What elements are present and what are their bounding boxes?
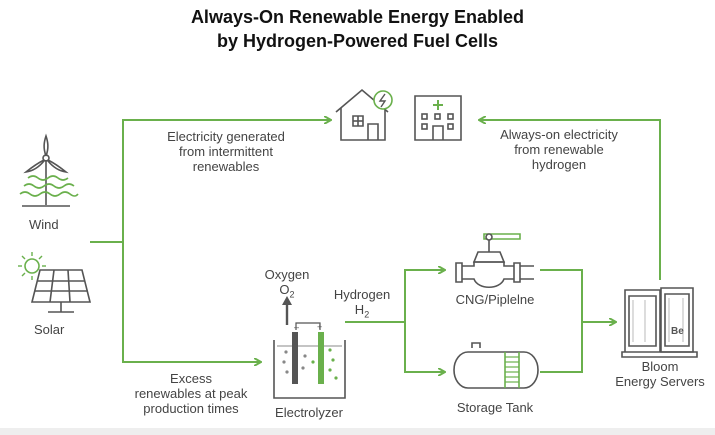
solar-label: Solar	[34, 322, 65, 337]
hydrogen-word: Hydrogen	[333, 287, 391, 302]
arrow-from-servers-to-buildings	[480, 120, 661, 280]
electricity-generated-line-2: from intermittent	[179, 144, 273, 159]
flow-arrows	[90, 120, 661, 373]
arrow-to-cng	[404, 270, 444, 322]
arrow-to-storage	[404, 322, 444, 372]
excess-line-1: Excess	[170, 371, 212, 386]
always-on-label: Always-on electricity from renewable hyd…	[492, 127, 626, 172]
title-line-1: Always-On Renewable Energy Enabled	[190, 7, 525, 27]
storage-tank-label: Storage Tank	[456, 400, 534, 415]
electricity-generated-label: Electricity generated from intermittent …	[158, 129, 294, 174]
title-line-2: by Hydrogen-Powered Fuel Cells	[216, 31, 499, 51]
o2-formula: O2	[262, 282, 312, 303]
h2-formula: H2	[330, 302, 394, 323]
be-logo: Be	[671, 326, 684, 337]
electricity-generated-line-3: renewables	[192, 159, 260, 174]
bloom-line-1: Bloom	[641, 359, 679, 374]
o2-base: O	[279, 282, 290, 297]
always-on-line-3: hydrogen	[531, 157, 587, 172]
excess-line-2: renewables at peak	[134, 386, 248, 401]
o2-sub: 2	[289, 289, 295, 300]
arrow-to-buildings	[122, 120, 330, 242]
bloom-label: Bloom Energy Servers	[605, 359, 715, 389]
wind-label: Wind	[29, 217, 59, 232]
always-on-line-1: Always-on electricity	[500, 127, 618, 142]
oxygen-label: Oxygen O2	[262, 267, 312, 303]
pipeline-valve-icon	[455, 233, 534, 289]
energy-server-icon: Be	[621, 287, 698, 358]
h2-sub: 2	[364, 309, 370, 320]
oxygen-word: Oxygen	[264, 267, 310, 282]
h2-base: H	[354, 302, 365, 317]
cng-label: CNG/Piplelne	[455, 292, 535, 307]
svg-text:–: –	[294, 322, 299, 332]
arrow-storage-to-merge	[540, 322, 583, 373]
house-icon	[335, 88, 393, 141]
excess-line-3: production times	[143, 401, 239, 416]
wind-turbine-icon	[19, 133, 79, 207]
svg-text:+: +	[317, 322, 322, 332]
storage-tank-icon	[453, 342, 539, 389]
arrow-to-electrolyzer	[122, 242, 260, 362]
solar-panel-icon	[18, 252, 92, 313]
electrolyzer-icon: – +	[273, 296, 346, 399]
electricity-generated-line-1: Electricity generated	[167, 129, 285, 144]
arrow-cng-to-merge	[540, 269, 583, 322]
excess-label: Excess renewables at peak production tim…	[126, 371, 256, 416]
always-on-line-2: from renewable	[514, 142, 604, 157]
bloom-line-2: Energy Servers	[615, 374, 705, 389]
electrolyzer-label: Electrolyzer	[275, 405, 343, 420]
hydrogen-label: Hydrogen H2	[330, 287, 394, 323]
office-building-icon	[414, 95, 462, 141]
footer-bar	[0, 428, 715, 435]
